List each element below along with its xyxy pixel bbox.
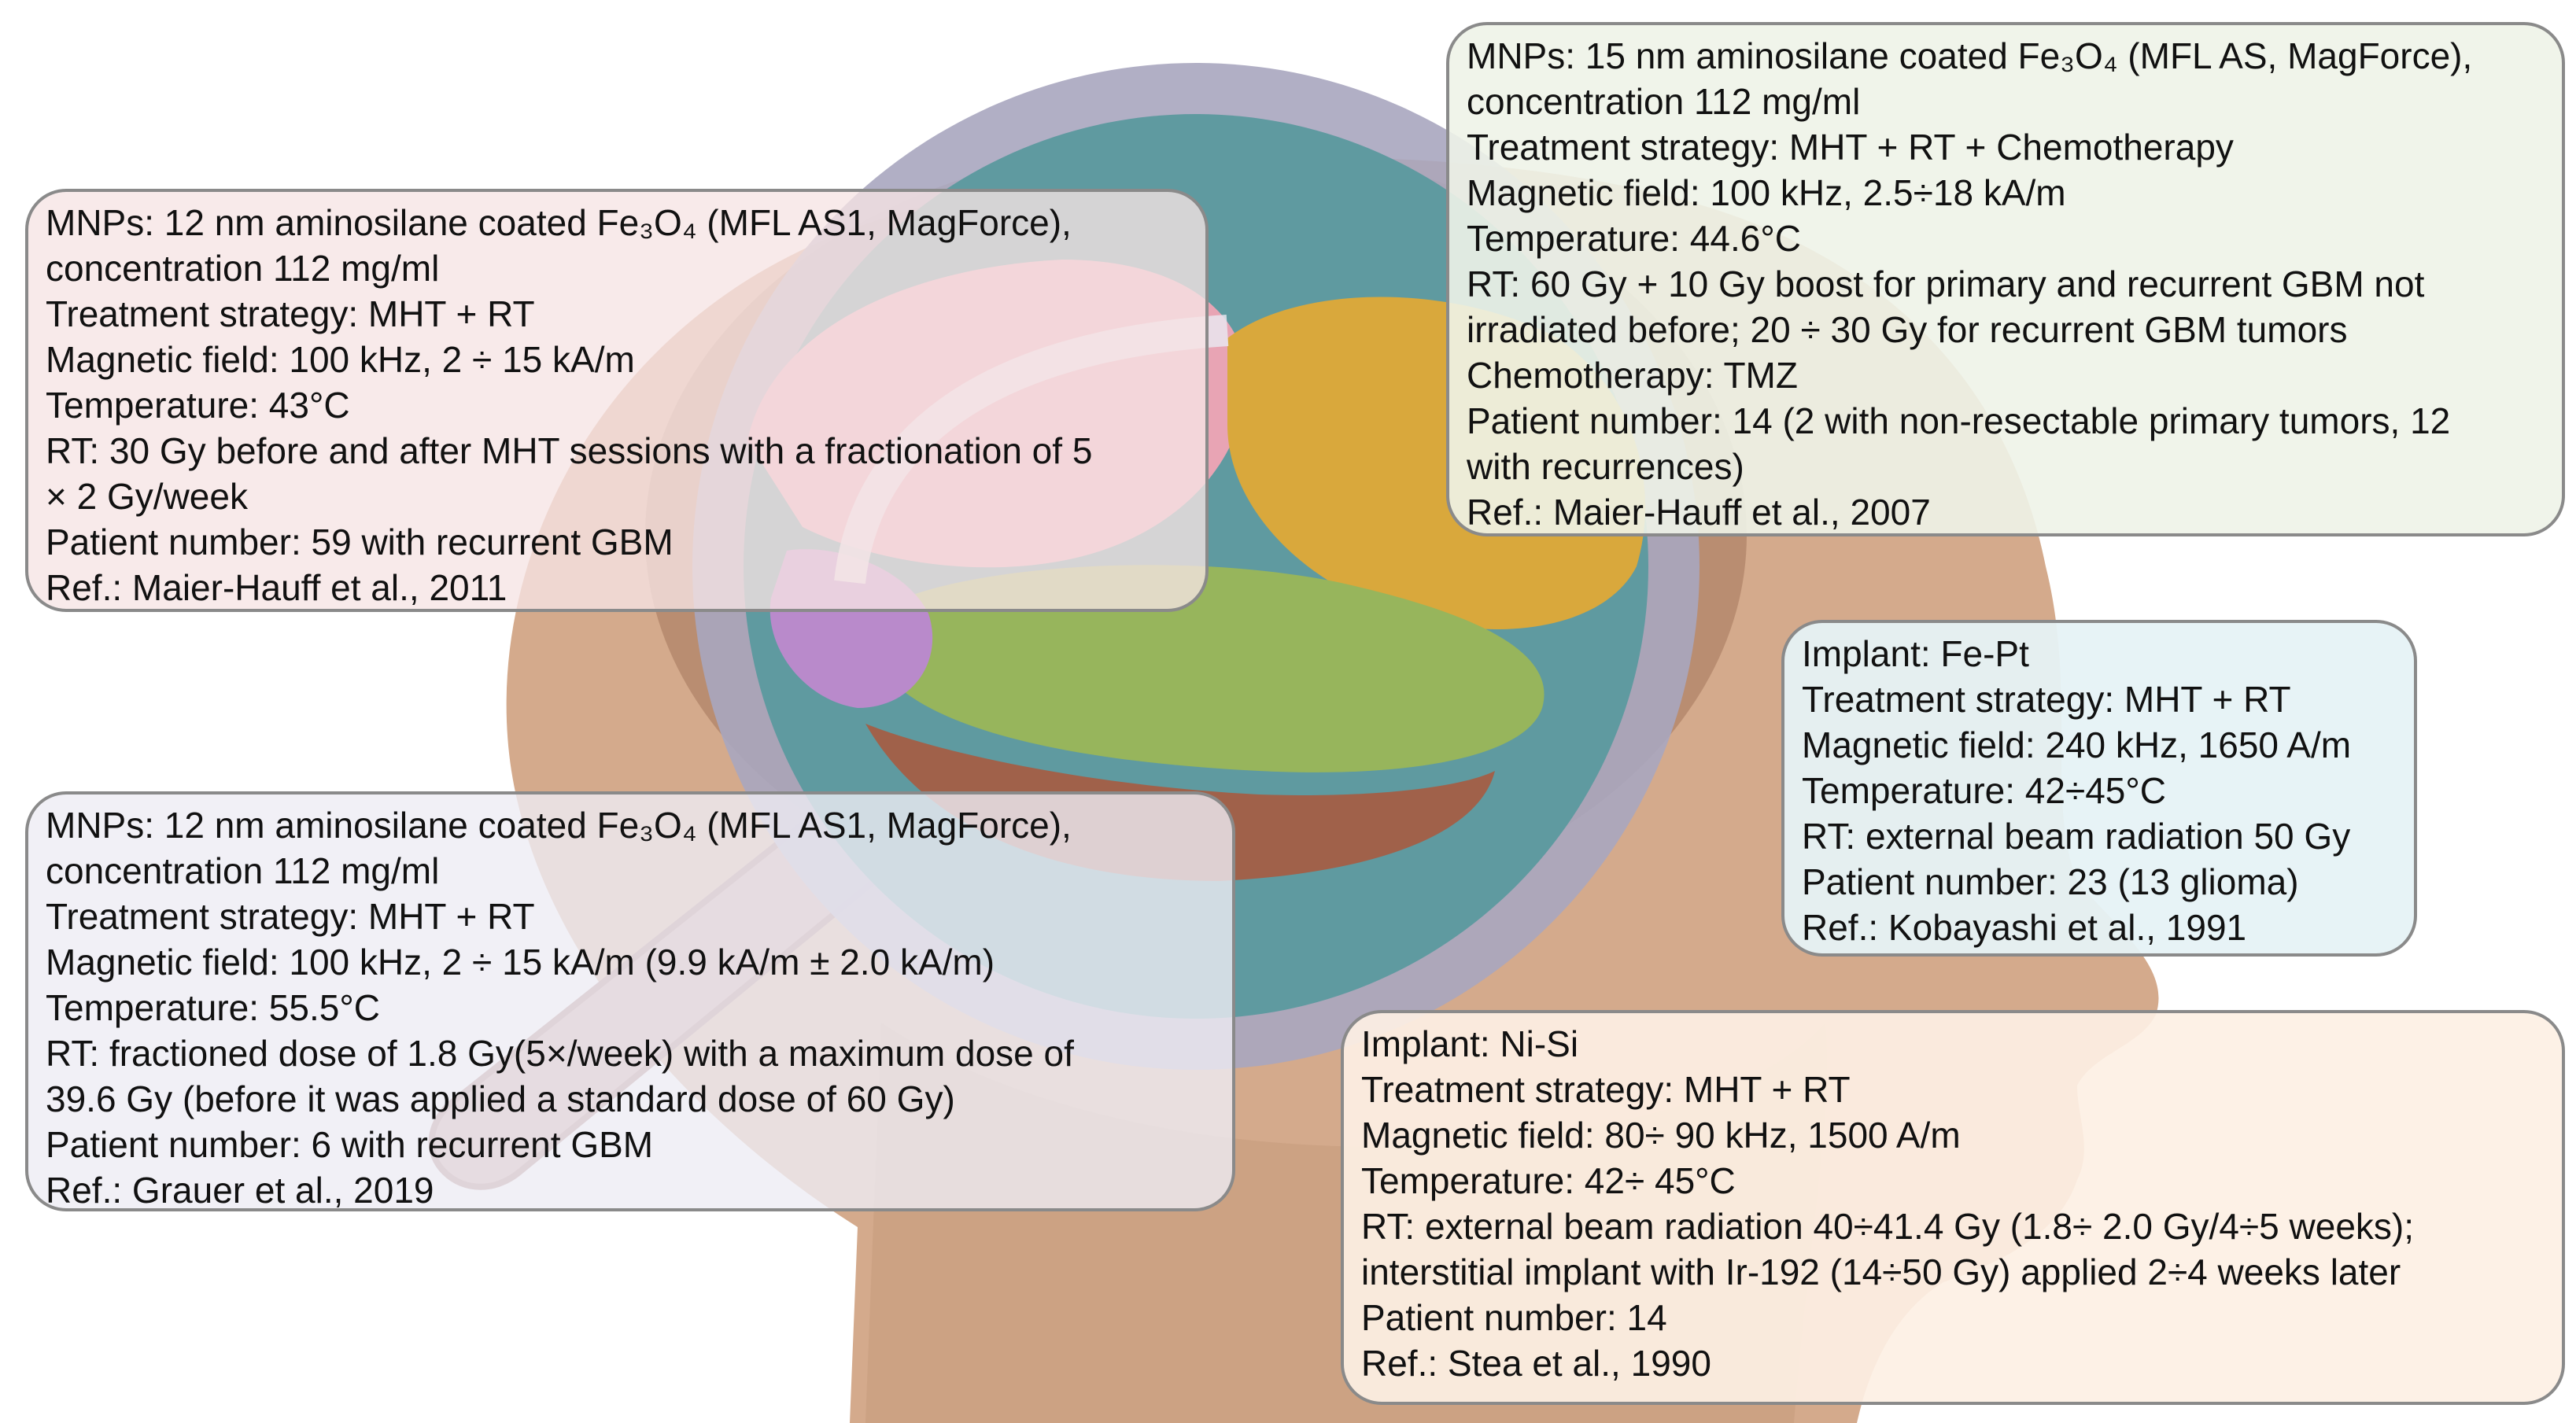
- box-line: Magnetic field: 240 kHz, 1650 A/m: [1802, 724, 2352, 765]
- box-line: Magnetic field: 100 kHz, 2 ÷ 15 kA/m (9.…: [46, 942, 995, 982]
- box-line: Magnetic field: 80÷ 90 kHz, 1500 A/m: [1361, 1115, 1961, 1156]
- box-line: Patient number: 14: [1361, 1297, 1667, 1338]
- box-line: Treatment strategy: MHT + RT + Chemother…: [1467, 127, 2234, 168]
- box-line: Ref.: Grauer et al., 2019: [46, 1170, 434, 1211]
- study-box-maier-hauff-2011: MNPs: 12 nm aminosilane coated Fe₃O₄ (MF…: [25, 189, 1209, 612]
- box-line: Treatment strategy: MHT + RT: [46, 896, 535, 937]
- box-line: MNPs: 12 nm aminosilane coated Fe₃O₄ (MF…: [46, 202, 1072, 243]
- box-line: MNPs: 12 nm aminosilane coated Fe₃O₄ (MF…: [46, 805, 1072, 846]
- box-line: Treatment strategy: MHT + RT: [1361, 1069, 1851, 1110]
- box-line: 39.6 Gy (before it was applied a standar…: [46, 1078, 955, 1119]
- box-line: Temperature: 55.5°C: [46, 987, 380, 1028]
- box-line: Magnetic field: 100 kHz, 2.5÷18 kA/m: [1467, 172, 2066, 213]
- box-line: Temperature: 43°C: [46, 385, 350, 426]
- box-line: with recurrences): [1467, 446, 1744, 487]
- box-line: Patient number: 23 (13 glioma): [1802, 861, 2299, 902]
- box-line: × 2 Gy/week: [46, 476, 248, 517]
- box-line: Patient number: 59 with recurrent GBM: [46, 522, 674, 562]
- box-line: concentration 112 mg/ml: [1467, 81, 1861, 122]
- box-line: Temperature: 44.6°C: [1467, 218, 1801, 259]
- box-line: Magnetic field: 100 kHz, 2 ÷ 15 kA/m: [46, 339, 635, 380]
- box-line: interstitial implant with Ir-192 (14÷50 …: [1361, 1252, 2401, 1292]
- box-line: Temperature: 42÷45°C: [1802, 770, 2166, 811]
- temporal-lobe: [905, 565, 1544, 772]
- box-line: RT: 60 Gy + 10 Gy boost for primary and …: [1467, 264, 2425, 304]
- study-box-grauer-2019: MNPs: 12 nm aminosilane coated Fe₃O₄ (MF…: [25, 791, 1235, 1211]
- box-line: concentration 112 mg/ml: [46, 248, 440, 289]
- box-line: MNPs: 15 nm aminosilane coated Fe₃O₄ (MF…: [1467, 35, 2473, 76]
- box-line: Patient number: 6 with recurrent GBM: [46, 1124, 654, 1165]
- box-line: Chemotherapy: TMZ: [1467, 355, 1798, 396]
- box-line: Temperature: 42÷ 45°C: [1361, 1160, 1736, 1201]
- box-line: irradiated before; 20 ÷ 30 Gy for recurr…: [1467, 309, 2348, 350]
- study-box-stea-1990: Implant: Ni-Si Treatment strategy: MHT +…: [1341, 1010, 2565, 1405]
- study-box-maier-hauff-2007: MNPs: 15 nm aminosilane coated Fe₃O₄ (MF…: [1446, 22, 2565, 536]
- box-line: concentration 112 mg/ml: [46, 850, 440, 891]
- box-line: RT: fractioned dose of 1.8 Gy(5×/week) w…: [46, 1033, 1074, 1074]
- box-line: Ref.: Maier-Hauff et al., 2007: [1467, 492, 1931, 533]
- box-line: Implant: Fe-Pt: [1802, 633, 2029, 674]
- box-line: Patient number: 14 (2 with non-resectabl…: [1467, 400, 2451, 441]
- study-box-kobayashi-1991: Implant: Fe-Pt Treatment strategy: MHT +…: [1781, 620, 2417, 957]
- box-line: RT: external beam radiation 40÷41.4 Gy (…: [1361, 1206, 2414, 1247]
- box-line: Ref.: Stea et al., 1990: [1361, 1343, 1711, 1384]
- box-line: Treatment strategy: MHT + RT: [46, 293, 535, 334]
- box-line: RT: external beam radiation 50 Gy: [1802, 816, 2351, 857]
- box-line: Ref.: Maier-Hauff et al., 2011: [46, 567, 507, 608]
- box-line: Treatment strategy: MHT + RT: [1802, 679, 2291, 720]
- box-line: Ref.: Kobayashi et al., 1991: [1802, 907, 2247, 948]
- box-line: Implant: Ni-Si: [1361, 1023, 1579, 1064]
- box-line: RT: 30 Gy before and after MHT sessions …: [46, 430, 1093, 471]
